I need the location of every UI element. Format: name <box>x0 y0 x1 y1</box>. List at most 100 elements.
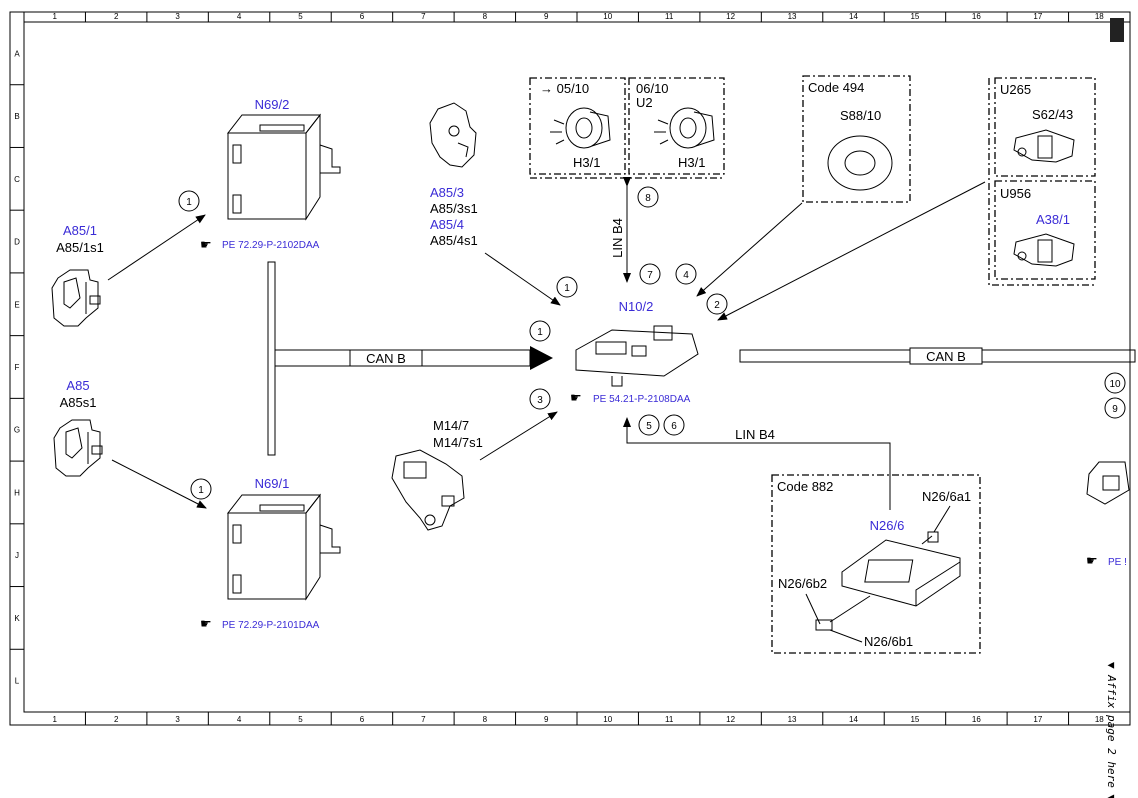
group-code-882: Code 882 <box>771 474 981 654</box>
svg-text:2: 2 <box>714 300 720 311</box>
grid-row-G: G <box>14 426 20 435</box>
n10-2-sam-module-icon <box>575 325 699 387</box>
grid-ruler: 1122334455667788991010111112121313141415… <box>10 12 1104 725</box>
grid-col-top-2: 2 <box>114 12 119 21</box>
callout-7: 7 <box>639 263 661 285</box>
affix-page-note: ▼ Affix page 2 here ▼ <box>1105 662 1118 798</box>
signal-arrows <box>107 181 986 509</box>
grid-col-bottom-8: 8 <box>483 715 488 724</box>
lin-b4-label-vertical: LIN B4 <box>610 218 625 258</box>
grid-col-top-16: 16 <box>972 12 981 21</box>
grid-col-bottom-18: 18 <box>1095 715 1104 724</box>
m14-7s1-label: M14/7s1 <box>433 435 483 450</box>
grid-row-H: H <box>14 488 20 497</box>
a38-1-label: A38/1 <box>1036 212 1070 227</box>
callout-10: 10 <box>1104 372 1126 394</box>
lin-b4-label-horizontal: LIN B4 <box>735 427 775 442</box>
n26-6-sensor-icon <box>815 531 961 631</box>
h3-1-lamp-icon-a <box>550 107 611 149</box>
svg-text:7: 7 <box>647 270 653 281</box>
group-code-494: Code 494 S88/10 <box>802 75 911 203</box>
svg-text:10: 10 <box>1109 379 1121 390</box>
callout-8: 8 <box>637 186 659 208</box>
grid-col-bottom-4: 4 <box>237 715 242 724</box>
grid-col-top-17: 17 <box>1033 12 1042 21</box>
callout-5: 5 <box>638 414 660 436</box>
n69-2-module-icon <box>226 113 341 221</box>
grid-col-bottom-7: 7 <box>421 715 426 724</box>
a38-1-switch-icon <box>1013 233 1075 267</box>
n69-2-label: N69/2 <box>255 97 290 112</box>
callout-9: 9 <box>1104 397 1126 419</box>
a85-3s1-label: A85/3s1 <box>430 201 478 216</box>
grid-col-top-13: 13 <box>788 12 797 21</box>
grid-col-top-3: 3 <box>175 12 180 21</box>
code-0610-label: 06/10 <box>636 81 669 96</box>
grid-row-F: F <box>15 363 20 372</box>
n69-2-reference: PE 72.29-P-2102DAA <box>222 240 320 251</box>
grid-col-top-15: 15 <box>910 12 919 21</box>
callout-2: 2 <box>706 293 728 315</box>
grid-col-bottom-15: 15 <box>910 715 919 724</box>
grid-col-bottom-14: 14 <box>849 715 858 724</box>
book-icon: ☛ <box>200 616 212 631</box>
h3-1-lamp-icon-b <box>654 107 715 149</box>
grid-row-K: K <box>14 614 20 623</box>
svg-text:1: 1 <box>564 283 570 294</box>
page-corner-marker <box>1110 18 1124 42</box>
book-icon: ☛ <box>1086 553 1098 568</box>
a85-door-lock-icon <box>53 419 103 477</box>
a85-4-label: A85/4 <box>430 217 464 232</box>
a85-3-door-lock-icon <box>429 102 477 168</box>
lin-b4-horizontal: LIN B4 <box>623 417 891 510</box>
grid-col-bottom-16: 16 <box>972 715 981 724</box>
n26-6-label: N26/6 <box>870 518 905 533</box>
svg-text:4: 4 <box>683 270 689 281</box>
a85-1-door-lock-icon <box>51 269 101 327</box>
a85-1s1-label: A85/1s1 <box>56 240 104 255</box>
s88-10-label: S88/10 <box>840 108 881 123</box>
can-b-label-right: CAN B <box>926 349 966 364</box>
callout-1: 1 <box>190 478 212 500</box>
u2-label: U2 <box>636 95 653 110</box>
book-icon: ☛ <box>200 237 212 252</box>
grid-col-bottom-2: 2 <box>114 715 119 724</box>
svg-text:6: 6 <box>671 421 677 432</box>
n26-6b1-label: N26/6b1 <box>864 634 913 649</box>
grid-col-top-18: 18 <box>1095 12 1104 21</box>
grid-col-bottom-3: 3 <box>175 715 180 724</box>
callout-3: 3 <box>529 388 551 410</box>
code-0510-label: → 05/10 <box>540 81 589 96</box>
grid-row-D: D <box>14 238 20 247</box>
n10-2-label: N10/2 <box>619 299 654 314</box>
callout-1: 1 <box>529 320 551 342</box>
svg-text:1: 1 <box>537 327 543 338</box>
book-icon: ☛ <box>570 390 582 405</box>
grid-col-top-11: 11 <box>665 12 674 21</box>
grid-col-top-9: 9 <box>544 12 549 21</box>
grid-row-A: A <box>14 49 20 58</box>
svg-text:1: 1 <box>198 485 204 496</box>
u265-label: U265 <box>1000 82 1031 97</box>
n10-2-reference: PE 54.21-P-2108DAA <box>593 394 691 405</box>
grid-col-top-10: 10 <box>603 12 612 21</box>
svg-text:8: 8 <box>645 193 651 204</box>
m14-7-label: M14/7 <box>433 418 469 433</box>
u956-label: U956 <box>1000 186 1031 201</box>
right-reference: PE ! <box>1108 557 1127 568</box>
grid-col-bottom-11: 11 <box>665 715 674 724</box>
code-882-label: Code 882 <box>777 479 833 494</box>
drawing-frame <box>9 11 1131 726</box>
lin-b4-vertical: LIN B4 <box>610 177 631 283</box>
n26-6a1-label: N26/6a1 <box>922 489 971 504</box>
group-u265: U265 S62/43 <box>994 77 1096 177</box>
a85-1-label: A85/1 <box>63 223 97 238</box>
grid-row-B: B <box>14 112 19 121</box>
a85s1-label: A85s1 <box>60 395 97 410</box>
can-b-bus-left: CAN B <box>267 261 553 456</box>
code-494-label: Code 494 <box>808 80 864 95</box>
n69-1-label: N69/1 <box>255 476 290 491</box>
grid-col-top-4: 4 <box>237 12 242 21</box>
callout-4: 4 <box>675 263 697 285</box>
